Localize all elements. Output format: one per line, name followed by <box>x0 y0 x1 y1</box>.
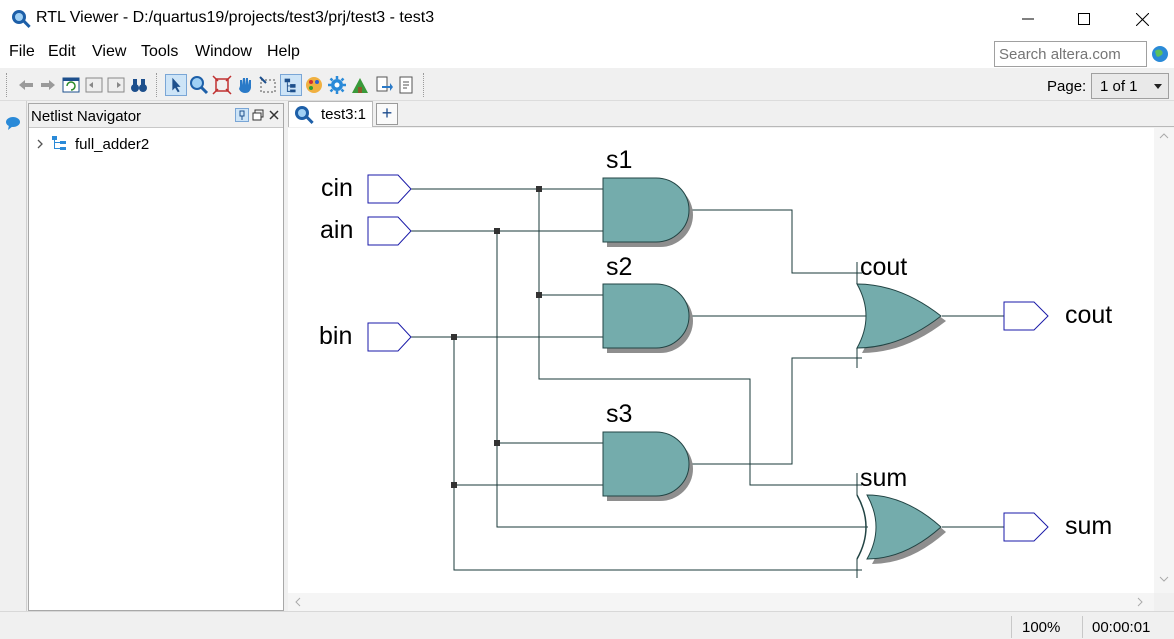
scroll-up-icon[interactable] <box>1159 132 1169 140</box>
settings-gear-icon[interactable] <box>326 74 348 96</box>
gate-label-s2: s2 <box>606 253 632 281</box>
netlist-tree-icon[interactable] <box>349 74 371 96</box>
elapsed-time: 00:00:01 <box>1092 619 1151 636</box>
schematic-diagram: cin ain bin s1 s2 s3 cout sum cout sum <box>319 146 1112 578</box>
messages-bubble-icon[interactable] <box>5 115 21 131</box>
window-title: RTL Viewer - D:/quartus19/projects/test3… <box>36 9 435 26</box>
toolbar-separator <box>423 73 425 97</box>
back-arrow-icon[interactable] <box>15 74 37 96</box>
status-separator <box>1011 616 1012 638</box>
toolbar <box>0 69 1174 101</box>
wires <box>411 188 1004 571</box>
select-pointer-icon[interactable] <box>165 74 187 96</box>
color-palette-icon[interactable] <box>303 74 325 96</box>
status-separator <box>1082 616 1083 638</box>
tab-label: test3:1 <box>321 106 367 123</box>
navigator-title: Netlist Navigator <box>31 108 142 125</box>
maximize-icon <box>1078 13 1090 25</box>
tree-item-full-adder2[interactable]: full_adder2 <box>35 134 149 154</box>
tab-bar: test3:1 + <box>288 101 1174 127</box>
left-dock-strip <box>0 101 27 611</box>
output-label-cout: cout <box>1065 301 1112 329</box>
area-select-icon[interactable] <box>257 74 279 96</box>
maximize-button[interactable] <box>1056 0 1112 38</box>
rtl-viewer-app-icon <box>12 10 31 28</box>
chevron-down-icon <box>1154 84 1162 89</box>
output-port-cout[interactable] <box>1003 301 1049 331</box>
menu-edit[interactable]: Edit <box>48 43 76 60</box>
close-icon <box>1135 12 1149 26</box>
tree-item-label: full_adder2 <box>75 135 150 153</box>
xor-gate-sum[interactable] <box>856 473 946 578</box>
panel-close-icon[interactable] <box>267 108 281 122</box>
search-input[interactable] <box>994 41 1147 67</box>
page-prev-icon[interactable] <box>83 74 105 96</box>
menu-window[interactable]: Window <box>195 43 252 60</box>
add-tab-button[interactable]: + <box>376 103 398 125</box>
gate-label-sum: sum <box>860 464 907 492</box>
rtl-viewer-tab-icon <box>295 106 314 124</box>
gate-label-s3: s3 <box>606 400 632 428</box>
toolbar-separator <box>156 73 158 97</box>
input-label-cin: cin <box>321 174 353 202</box>
title-bar: RTL Viewer - D:/quartus19/projects/test3… <box>0 0 1174 38</box>
page-select-value: 1 of 1 <box>1100 78 1138 95</box>
chevron-right-icon[interactable] <box>35 138 45 150</box>
minimize-button[interactable] <box>1000 0 1056 38</box>
scroll-left-icon[interactable] <box>294 597 302 607</box>
input-port-cin[interactable] <box>367 174 412 204</box>
globe-icon[interactable] <box>1151 45 1169 63</box>
scroll-down-icon[interactable] <box>1159 575 1169 583</box>
minimize-icon <box>1022 18 1034 20</box>
menu-help[interactable]: Help <box>267 43 300 60</box>
gate-label-cout: cout <box>860 253 907 281</box>
page-label: Page: <box>1047 78 1087 95</box>
menu-file[interactable]: File <box>9 43 35 60</box>
input-label-bin: bin <box>319 322 352 350</box>
and-gate-s1[interactable] <box>602 177 693 247</box>
status-bar: 100% 00:00:01 <box>0 611 1174 639</box>
input-label-ain: ain <box>320 216 353 244</box>
binoculars-icon[interactable] <box>128 74 150 96</box>
tab-test3-1[interactable]: test3:1 <box>288 101 373 127</box>
page-next-icon[interactable] <box>105 74 127 96</box>
and-gate-s2[interactable] <box>602 283 693 353</box>
output-label-sum: sum <box>1065 512 1112 540</box>
toolbar-separator <box>6 73 8 97</box>
zoom-level: 100% <box>1022 619 1061 636</box>
hierarchy-tree-icon <box>52 136 66 150</box>
refresh-icon[interactable] <box>60 74 82 96</box>
gate-label-s1: s1 <box>606 146 632 174</box>
pin-icon[interactable] <box>235 108 249 122</box>
horizontal-scrollbar[interactable] <box>288 593 1154 611</box>
page-select[interactable]: 1 of 1 <box>1091 73 1169 99</box>
and-gate-s3[interactable] <box>602 431 693 501</box>
hierarchy-icon[interactable] <box>280 74 302 96</box>
forward-arrow-icon[interactable] <box>37 74 59 96</box>
menu-tools[interactable]: Tools <box>141 43 179 60</box>
zoom-icon[interactable] <box>188 74 210 96</box>
menu-bar: File Edit View Tools Window Help <box>0 38 1174 68</box>
fit-window-icon[interactable] <box>211 74 233 96</box>
float-window-icon[interactable] <box>251 108 265 122</box>
wire-junctions <box>451 186 542 488</box>
vertical-scrollbar[interactable] <box>1154 128 1174 593</box>
export-icon[interactable] <box>372 74 394 96</box>
or-gate-cout[interactable] <box>856 262 946 368</box>
close-button[interactable] <box>1114 0 1170 38</box>
hand-pan-icon[interactable] <box>234 74 256 96</box>
print-page-icon[interactable] <box>395 74 417 96</box>
scroll-right-icon[interactable] <box>1136 597 1144 607</box>
input-port-bin[interactable] <box>367 322 412 352</box>
schematic-canvas[interactable]: cin ain bin s1 s2 s3 cout sum cout sum <box>288 128 1154 593</box>
netlist-navigator-panel: Netlist Navigator full_adder2 <box>28 103 284 611</box>
input-port-ain[interactable] <box>367 216 412 246</box>
menu-view[interactable]: View <box>92 43 127 60</box>
output-port-sum[interactable] <box>1003 512 1049 542</box>
navigator-header: Netlist Navigator <box>29 104 283 128</box>
